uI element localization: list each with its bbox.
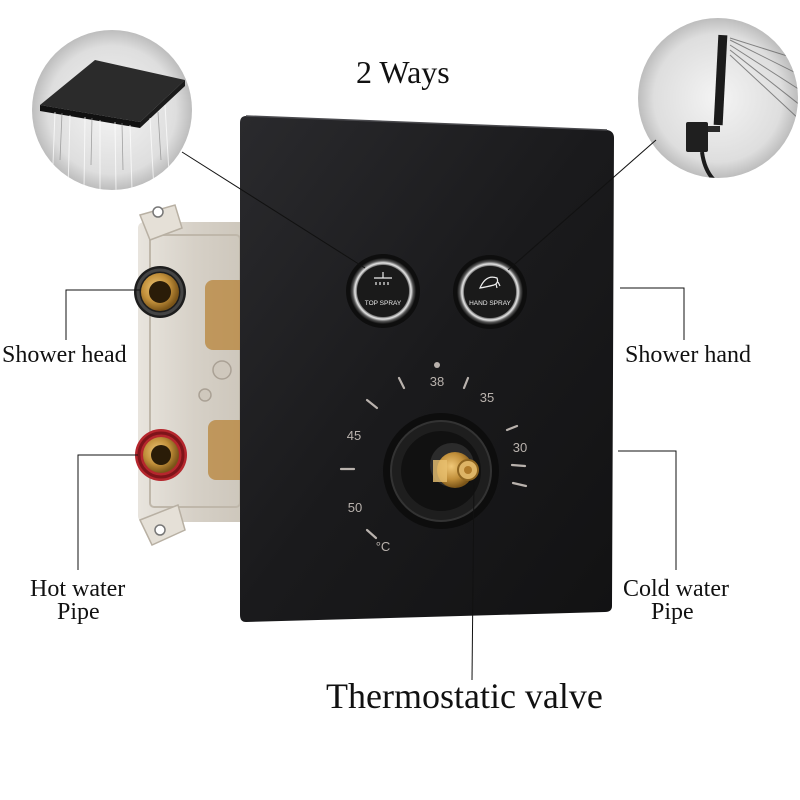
thermostatic-valve-label: Thermostatic valve <box>326 676 603 716</box>
top-spray-button[interactable]: TOP SPRAY <box>346 254 420 328</box>
temp-30: 30 <box>513 440 527 455</box>
cover-plate <box>240 115 614 622</box>
shower-head-label: Shower head <box>2 342 127 368</box>
cold-water-pipe-label-line2: Pipe <box>651 599 694 625</box>
rain-shower-icon <box>374 272 392 285</box>
hot-water-pipe-label-line1: Hot water <box>30 576 126 602</box>
temperature-scale: 38 35 30 45 50 °C <box>339 362 528 554</box>
shower-hand-label: Shower hand <box>625 342 751 368</box>
hand-spray-label: HAND SPRAY <box>469 300 511 307</box>
setpoint-dot <box>434 362 440 368</box>
temp-unit: °C <box>376 539 391 554</box>
temp-35: 35 <box>480 390 494 405</box>
hot-water-inlet-port <box>135 429 187 481</box>
temp-45: 45 <box>347 428 361 443</box>
rough-in-valve-body <box>138 204 250 546</box>
hand-shower-icon <box>479 276 501 289</box>
shower-head-outlet-port <box>134 266 186 318</box>
hand-shower-photo <box>638 18 798 178</box>
hot-water-pipe-label-line2: Pipe <box>57 599 100 625</box>
leader-lines <box>65 139 685 681</box>
rain-shower-head-photo <box>32 30 192 190</box>
hand-spray-button[interactable]: HAND SPRAY <box>453 255 527 329</box>
scale-ticks <box>339 376 528 540</box>
diagram-title: 2 Ways <box>356 54 450 90</box>
thermostatic-valve-cartridge[interactable] <box>383 413 499 529</box>
temp-38: 38 <box>430 374 444 389</box>
top-spray-label: TOP SPRAY <box>365 300 402 307</box>
cold-water-pipe-label-line1: Cold water <box>623 576 729 602</box>
temp-50: 50 <box>348 500 362 515</box>
